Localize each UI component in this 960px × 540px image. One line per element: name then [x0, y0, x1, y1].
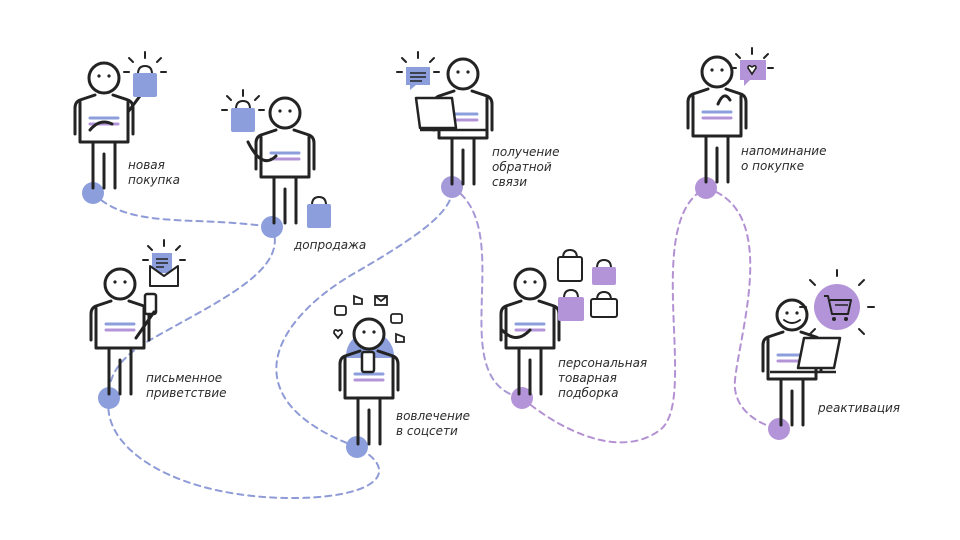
chat-bubble-icon: [396, 51, 440, 90]
stage-dots: [82, 176, 790, 458]
label-upsell: допродажа: [294, 238, 367, 252]
journey-path: [92, 186, 780, 500]
person-welcome-letter: [89, 267, 158, 396]
social-icons: [333, 294, 405, 343]
stage-dot-purchase-reminder: [695, 177, 717, 199]
stage-dot-personal-selection: [511, 387, 533, 409]
label-reactivation: реактивация: [818, 401, 901, 415]
stage-dot-reactivation: [768, 418, 790, 440]
person-purchase-reminder: [686, 55, 748, 184]
shopping-cart-icon: [799, 269, 875, 335]
person-upsell: [246, 96, 316, 225]
shopping-bags-icon: [557, 249, 618, 321]
shopping-bag-icon: [123, 51, 167, 98]
person-reactivation: [761, 298, 842, 427]
stage-dot-new-purchase: [82, 182, 104, 204]
stage-dot-welcome-letter: [98, 387, 120, 409]
envelope-icon: [142, 239, 186, 287]
stage-dot-upsell: [261, 216, 283, 238]
person-feedback: [414, 57, 494, 186]
stage-dot-social-engagement: [346, 436, 368, 458]
person-personal-selection: [499, 267, 561, 396]
person-new-purchase: [73, 61, 142, 190]
heart-message-icon: [730, 47, 774, 86]
stage-dot-feedback: [441, 176, 463, 198]
person-social-engagement: [338, 317, 400, 446]
